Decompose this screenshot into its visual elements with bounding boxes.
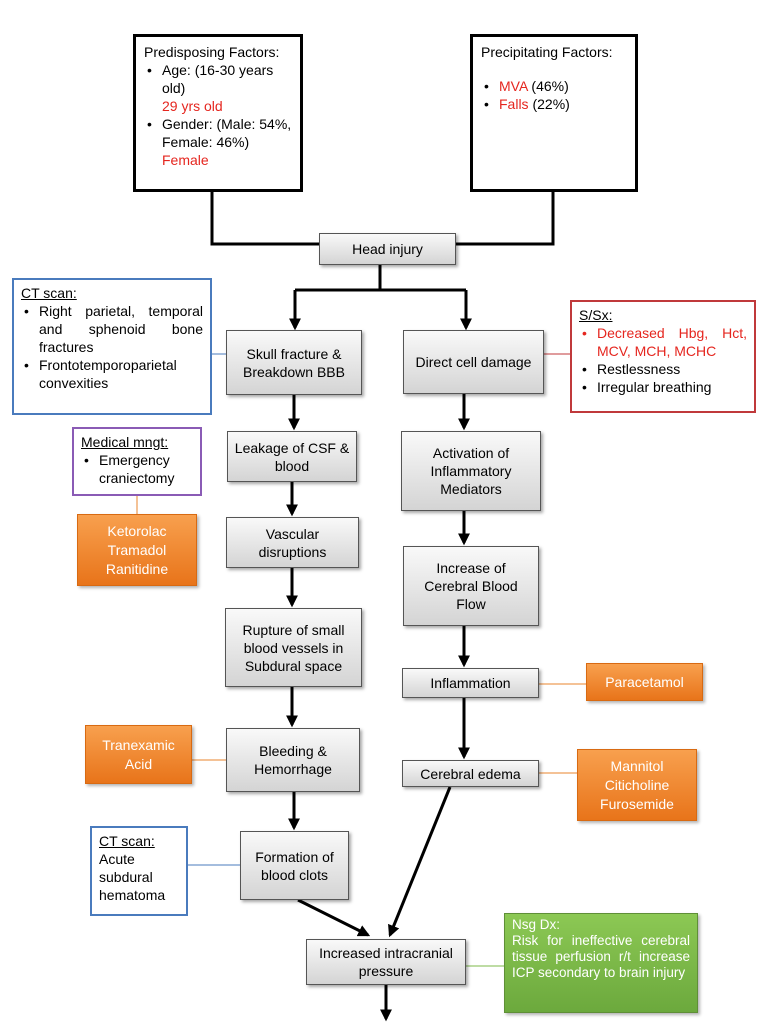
gender-item: Gender: (Male: 54%, Female: 46%) Female (144, 115, 292, 169)
ssx-item: Irregular breathing (579, 378, 747, 396)
drug-box-mannitol: Mannitol Citicholine Furosemide (577, 749, 697, 821)
node-cerebral-edema: Cerebral edema (402, 760, 539, 787)
nsg-text: Risk for ineffective cerebral tissue per… (512, 933, 690, 980)
node-vascular: Vascular disruptions (226, 517, 359, 568)
gender-value: Female (162, 152, 209, 168)
drug-box-ketorolac: Ketorolac Tramadol Ranitidine (77, 514, 197, 586)
mva-label: MVA (499, 78, 528, 94)
node-head-injury: Head injury (319, 233, 456, 265)
age-value: 29 yrs old (162, 98, 223, 114)
precipitating-factors-box: Precipitating Factors: MVA (46%) Falls (… (470, 34, 638, 192)
ct-scan-item: Right parietal, temporal and sphenoid bo… (21, 302, 203, 356)
predisposing-factors-box: Predisposing Factors: Age: (16-30 years … (133, 34, 303, 192)
node-activation: Activation of Inflammatory Mediators (401, 431, 541, 511)
precipitating-item: Falls (22%) (481, 95, 627, 113)
drug-box-paracetamol: Paracetamol (586, 663, 703, 701)
medical-title: Medical mngt: (81, 434, 169, 450)
node-leakage: Leakage of CSF & blood (227, 431, 357, 482)
ct-scan-item: Frontotemporoparietal convexities (21, 356, 203, 392)
ct-scan-title: CT scan: (21, 285, 77, 301)
mva-pct: (46%) (531, 78, 569, 94)
age-text: Age: (16-30 years old) (162, 62, 274, 96)
node-inflammation: Inflammation (402, 668, 539, 698)
precipitating-title: Precipitating Factors: (481, 44, 613, 60)
node-icp: Increased intracranial pressure (306, 939, 466, 985)
medical-item: Emergency craniectomy (81, 451, 193, 487)
ct-scan-note-2: CT scan: Acute subdural hematoma (90, 826, 188, 916)
ssx-item: Decreased Hbg, Hct, MCV, MCH, MCHC (579, 324, 747, 360)
node-rupture: Rupture of small blood vessels in Subdur… (225, 608, 362, 687)
falls-pct: (22%) (532, 96, 570, 112)
falls-label: Falls (499, 96, 529, 112)
node-increase-cbf: Increase of Cerebral Blood Flow (403, 546, 539, 626)
ct-scan-title: CT scan: (99, 833, 155, 849)
ct-scan-text: Acute subdural hematoma (99, 851, 166, 903)
ssx-title: S/Sx: (579, 307, 613, 323)
nsg-title: Nsg Dx: (512, 917, 561, 932)
node-bleeding: Bleeding & Hemorrhage (226, 728, 360, 792)
precipitating-item: MVA (46%) (481, 77, 627, 95)
predisposing-title: Predisposing Factors: (144, 44, 280, 60)
signs-symptoms-note: S/Sx: Decreased Hbg, Hct, MCV, MCH, MCHC… (570, 300, 756, 413)
node-skull-fracture: Skull fracture & Breakdown BBB (226, 330, 362, 395)
drug-box-tranexamic: Tranexamic Acid (85, 725, 192, 784)
age-item: Age: (16-30 years old) 29 yrs old (144, 61, 292, 115)
node-direct-cell: Direct cell damage (403, 330, 544, 394)
ssx-item: Restlessness (579, 360, 747, 378)
ct-scan-note-1: CT scan: Right parietal, temporal and sp… (12, 278, 212, 415)
node-clots: Formation of blood clots (240, 831, 349, 900)
gender-text: Gender: (Male: 54%, Female: 46%) (162, 116, 292, 150)
nursing-diagnosis-box: Nsg Dx: Risk for ineffective cerebral ti… (504, 913, 698, 1013)
medical-management-note: Medical mngt: Emergency craniectomy (72, 427, 202, 496)
